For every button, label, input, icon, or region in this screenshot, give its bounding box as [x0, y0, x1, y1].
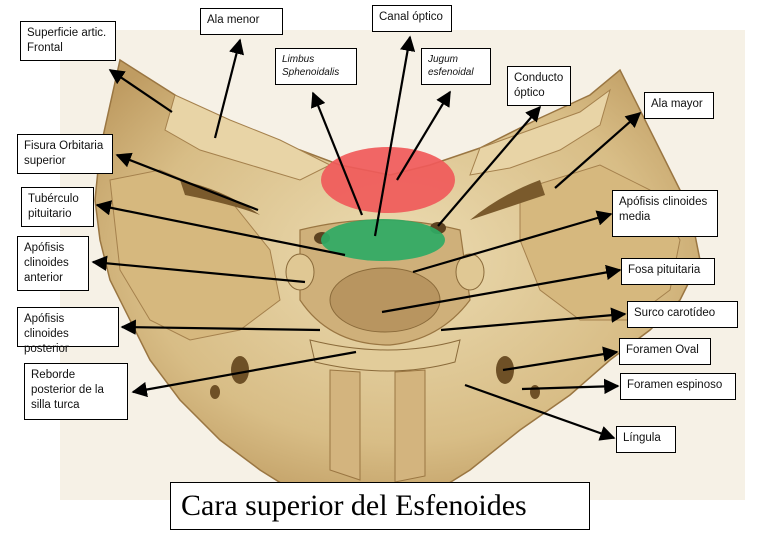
arrow-reborde	[131, 350, 357, 398]
label-fosa-pituitaria: Fosa pituitaria	[621, 258, 715, 285]
label-foramen-oval: Foramen Oval	[619, 338, 711, 365]
label-superficie-frontal: Superficie artic.Frontal	[20, 21, 116, 61]
label-foramen-espinoso: Foramen espinoso	[620, 373, 736, 400]
arrow-fosa-pituitaria	[381, 264, 622, 314]
arrow-foramen-espinoso	[521, 378, 620, 395]
arrow-clinoides-anterior	[91, 255, 306, 284]
arrow-jugum	[396, 90, 451, 181]
label-lingula: Língula	[616, 426, 676, 453]
arrow-clinoides-media	[412, 210, 613, 274]
label-canal-optico: Canal óptico	[372, 5, 452, 32]
pointer-arrows	[91, 35, 642, 441]
arrow-superficie-frontal	[108, 69, 173, 113]
label-surco-carotideo: Surco carotídeo	[627, 301, 738, 328]
arrow-foramen-oval	[502, 346, 619, 372]
arrow-limbus	[311, 91, 364, 216]
diagram-title: Cara superior del Esfenoides	[170, 482, 590, 530]
arrow-canal-optico	[373, 35, 416, 237]
label-ala-mayor: Ala mayor	[644, 92, 714, 119]
arrow-tuberculo	[95, 200, 346, 257]
optic-groove-region	[321, 219, 445, 261]
label-ala-menor: Ala menor	[200, 8, 283, 35]
arrow-lingula	[464, 383, 616, 441]
arrow-clinoides-posterior	[120, 319, 321, 335]
arrow-ala-mayor	[554, 111, 642, 189]
arrow-conducto-optico	[437, 105, 542, 227]
arrow-ala-menor	[213, 38, 245, 139]
arrow-fisura-orbitaria	[115, 152, 259, 212]
arrow-surco-carotideo	[440, 307, 627, 332]
